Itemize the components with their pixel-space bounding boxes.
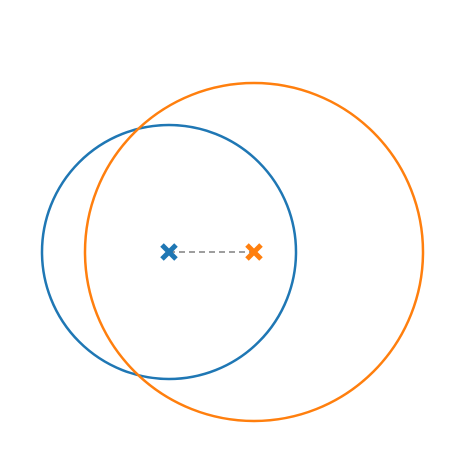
orange-center-x-icon <box>245 243 263 261</box>
blue-center-x-icon <box>160 243 178 261</box>
blue-circle <box>40 123 298 381</box>
orange-circle <box>83 81 425 423</box>
